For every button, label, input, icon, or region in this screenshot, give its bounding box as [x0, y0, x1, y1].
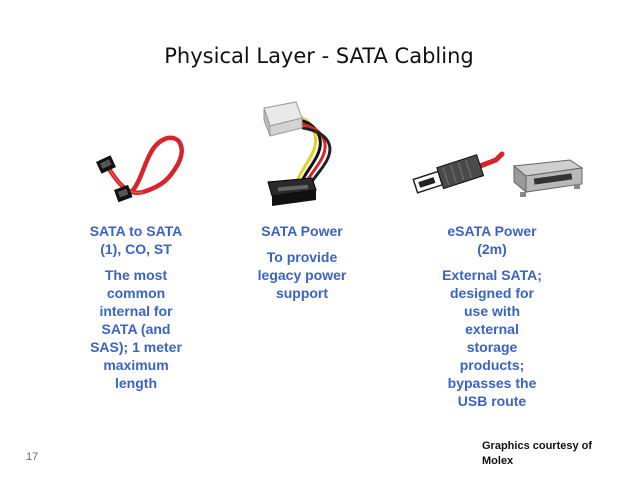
- column-sata-to-sata: SATA to SATA (1), CO, ST The most common…: [80, 222, 192, 392]
- heading-line: SATA Power: [261, 223, 343, 239]
- column-heading: SATA to SATA (1), CO, ST: [80, 222, 192, 258]
- column-description: External SATA; designed for use with ext…: [430, 266, 554, 410]
- description-line: internal for: [99, 303, 173, 319]
- column-sata-power: SATA Power To provide legacy power suppo…: [248, 222, 356, 302]
- description-line: SAS); 1 meter: [90, 339, 182, 355]
- page-number: 17: [26, 451, 39, 463]
- sata-power-cable-image: [263, 101, 332, 206]
- credit-line: Molex: [482, 455, 514, 467]
- description-line: storage: [466, 339, 518, 355]
- description-line: products;: [459, 357, 525, 373]
- column-heading: SATA Power: [248, 222, 356, 240]
- description-line: USB route: [457, 393, 527, 409]
- description-line: maximum: [103, 357, 169, 373]
- description-line: bypasses the: [447, 375, 537, 391]
- credit-line: Graphics courtesy of: [482, 440, 593, 452]
- description-line: designed for: [449, 285, 534, 301]
- heading-line: eSATA Power: [447, 223, 537, 239]
- description-line: legacy power: [257, 267, 347, 283]
- description-line: The most: [104, 267, 168, 283]
- column-description: To provide legacy power support: [248, 248, 356, 302]
- description-line: use with: [463, 303, 520, 319]
- sata-to-sata-cable-image: [96, 135, 184, 203]
- description-line: support: [275, 285, 329, 301]
- slide-title: Physical Layer - SATA Cabling: [164, 44, 474, 68]
- heading-line: (1), CO, ST: [100, 241, 172, 257]
- description-line: SATA (and: [101, 321, 171, 337]
- column-heading: eSATA Power (2m): [430, 222, 554, 258]
- description-line: common: [106, 285, 166, 301]
- description-line: length: [115, 375, 157, 391]
- heading-line: SATA to SATA: [89, 223, 183, 239]
- description-line: external: [465, 321, 519, 337]
- heading-line: (2m): [477, 241, 507, 257]
- description-line: To provide: [266, 249, 338, 265]
- column-esata-power: eSATA Power (2m) External SATA; designed…: [430, 222, 554, 410]
- column-description: The most common internal for SATA (and S…: [80, 266, 192, 392]
- esata-connector-image: [412, 151, 584, 197]
- description-line: External SATA;: [442, 267, 542, 283]
- graphics-credit: Graphics courtesy of Molex: [482, 439, 632, 469]
